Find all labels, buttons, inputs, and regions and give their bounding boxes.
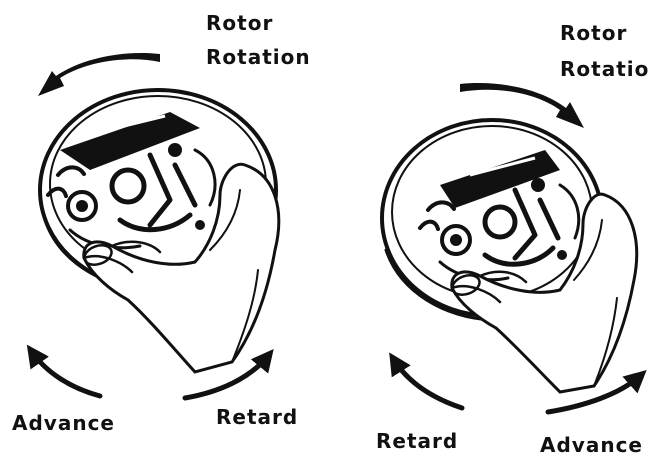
right-rotor-label-line2: Rotatio	[560, 58, 649, 80]
retard-arrow-right	[394, 360, 462, 408]
left-advance-label: Advance	[12, 412, 115, 434]
right-rotor-label-line1: Rotor	[560, 22, 627, 44]
right-retard-label: Retard	[376, 430, 458, 452]
advance-arrow-left	[32, 352, 100, 396]
left-retard-label: Retard	[216, 406, 298, 428]
left-rotor-label-line1: Rotor	[206, 12, 273, 34]
left-rotor-label-line2: Rotation	[206, 46, 311, 68]
right-panel	[382, 83, 640, 412]
right-advance-label: Advance	[540, 434, 643, 456]
left-panel	[32, 53, 279, 398]
